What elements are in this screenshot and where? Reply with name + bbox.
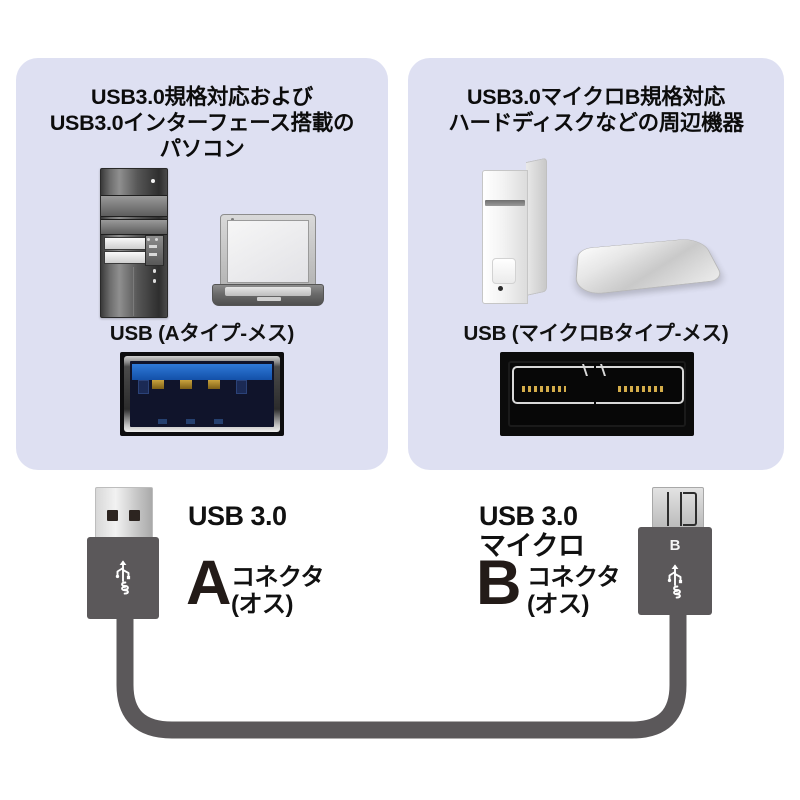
usb-micro-b-female-port-photo [500, 352, 694, 436]
port-label-micro-b: USB (マイクロBタイプ-メス) [463, 322, 729, 345]
panel-device-side: USB3.0マイクロB規格対応 ハードディスクなどの周辺機器 USB (マイクロ… [408, 58, 784, 470]
usb-cable-path [116, 501, 687, 739]
port-label-type-a: USB (Aタイプ-メス) [109, 322, 295, 345]
panel-left-title: USB3.0規格対応および USB3.0インターフェース搭載の パソコン [49, 85, 355, 162]
usb-a-plug-body [87, 537, 159, 619]
left-connector-type-label: コネクタ (オス) [231, 564, 325, 618]
panel-host-side: USB3.0規格対応および USB3.0インターフェース搭載の パソコン USB… [16, 58, 388, 470]
usb-micro-b-male-plug: B [638, 487, 712, 627]
usb-superspeed-icon [667, 564, 683, 599]
desktop-pc-tower-icon [100, 168, 168, 318]
usb-micro-b-plug-body: B [638, 527, 712, 615]
usb-micro-b-metal-shell [652, 487, 704, 531]
laptop-pc-icon [212, 214, 324, 306]
panel-right-title: USB3.0マイクロB規格対応 ハードディスクなどの周辺機器 [448, 85, 744, 136]
right-connector-standard-label: USB 3.0 マイクロ [479, 501, 585, 561]
portable-hard-disk-icon [574, 208, 726, 304]
usb-superspeed-icon [115, 560, 131, 595]
external-hard-disk-icon [482, 157, 547, 304]
left-connector-standard-label: USB 3.0 [188, 501, 287, 531]
usb-a-metal-shell [95, 487, 153, 541]
usb-type-a-female-port-photo [120, 352, 284, 436]
right-connector-type-label: コネクタ (オス) [527, 564, 621, 618]
plug-letter-b: B [669, 537, 681, 554]
left-connector-letter: A [186, 548, 232, 618]
usb-type-a-male-plug [87, 487, 159, 627]
right-connector-letter: B [476, 548, 522, 618]
